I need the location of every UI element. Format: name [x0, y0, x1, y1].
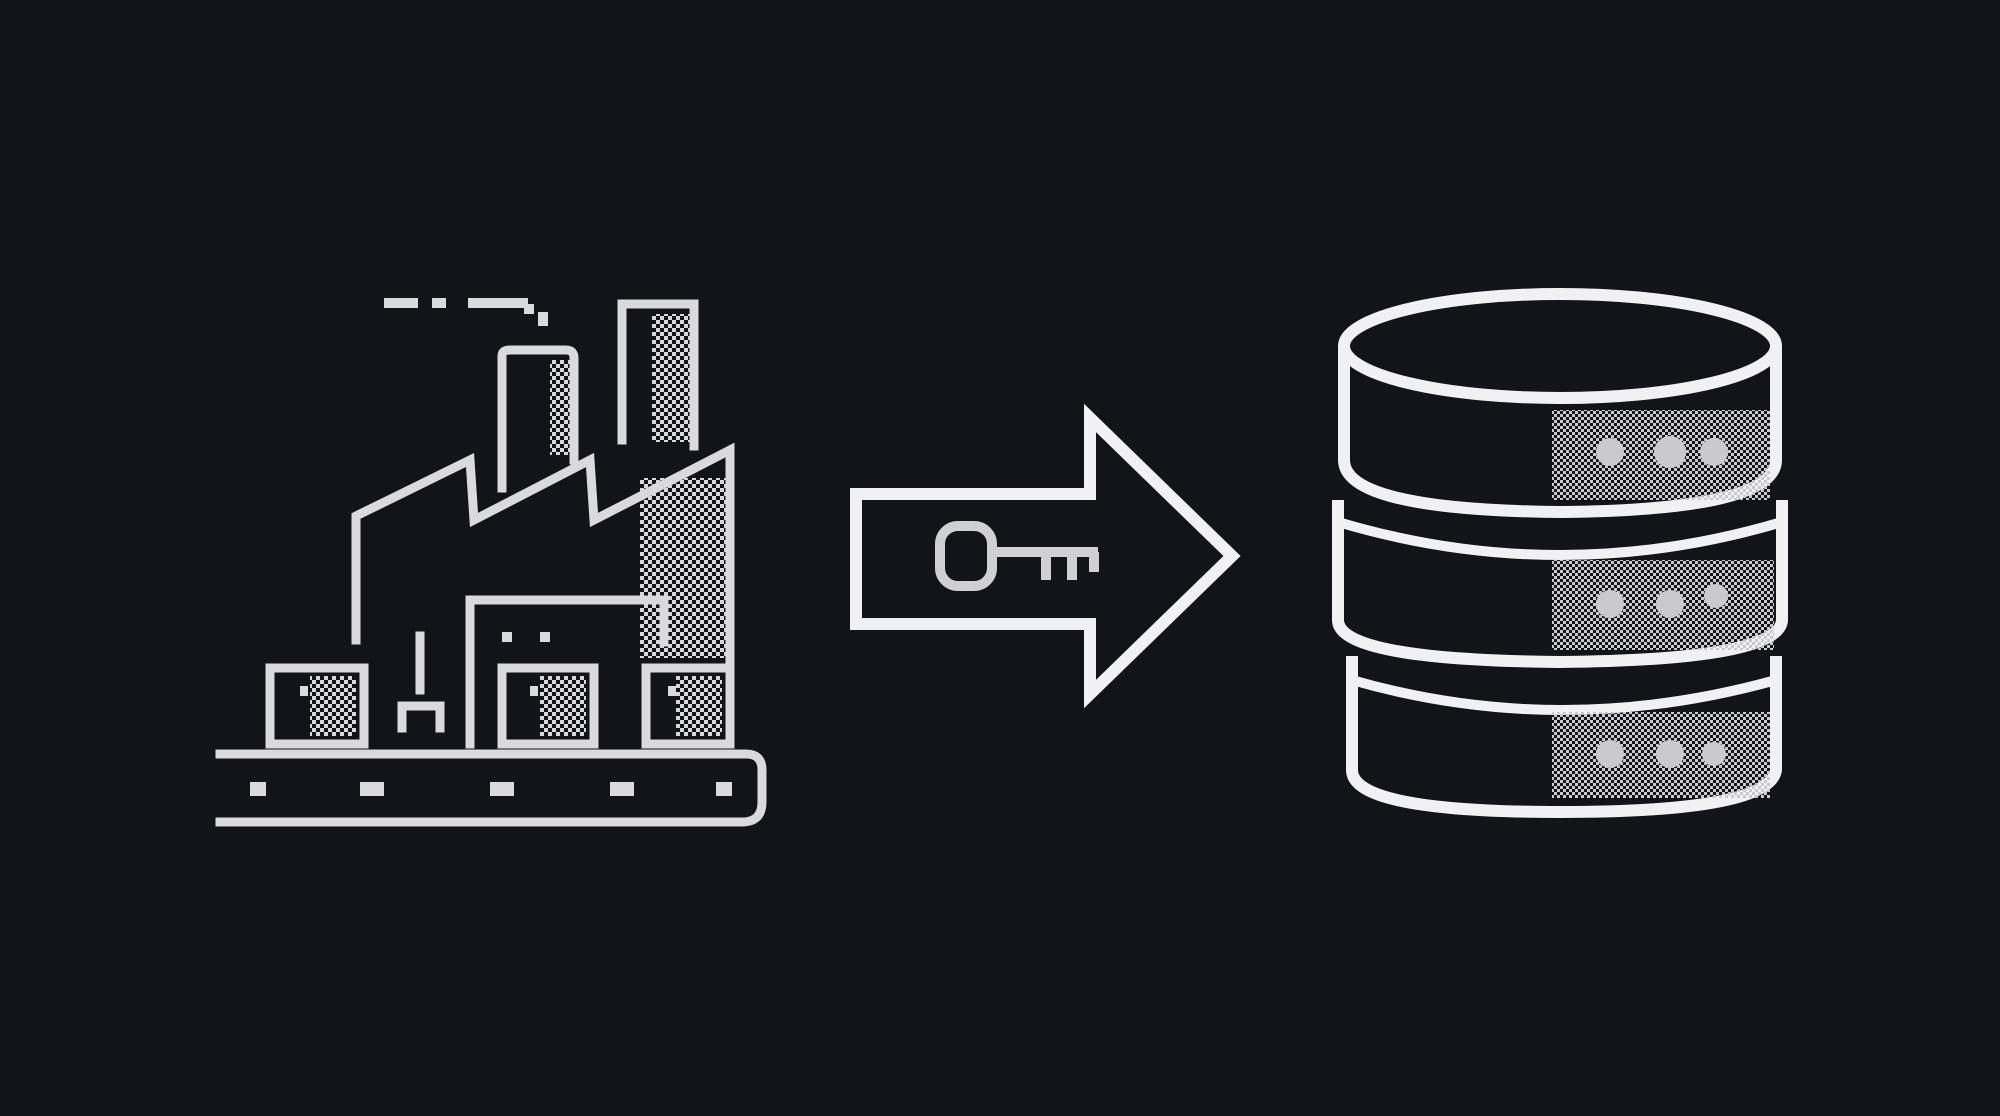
crate-3-shade	[676, 676, 722, 736]
smoke-icon	[384, 298, 548, 326]
database-top-cap	[1338, 288, 1782, 404]
disk-1-led-3	[1700, 438, 1728, 466]
factory-body	[351, 442, 735, 749]
crate-1-shade	[310, 676, 356, 736]
arrow-right-icon	[850, 403, 1241, 709]
crate-2-shade	[540, 676, 586, 736]
disk-3-led-3	[1702, 742, 1726, 766]
conveyor-rollers	[250, 782, 732, 796]
database-disk-2	[1332, 500, 1788, 668]
crate-1-mark	[300, 686, 308, 696]
key-icon	[935, 521, 1099, 591]
chimney-right-shade	[652, 314, 690, 442]
conveyor-belt-icon	[215, 749, 767, 827]
disk-2-led-3	[1704, 584, 1728, 608]
crate-3-mark	[668, 686, 676, 696]
office-window-1	[502, 632, 512, 642]
disk-1-led-1	[1596, 438, 1624, 466]
office-window-2	[540, 632, 550, 642]
crate-1	[265, 663, 369, 749]
factory-claw-icon	[397, 701, 445, 733]
database-disk-1	[1338, 288, 1782, 518]
arrow-outline	[850, 403, 1241, 709]
disk-2-led-1	[1596, 590, 1624, 618]
factory-body-shade	[640, 478, 726, 658]
chimney-right	[617, 299, 699, 451]
chimney-left-shade	[550, 360, 570, 455]
factory-office	[465, 595, 669, 749]
disk-3-led-1	[1596, 740, 1624, 768]
disk-2-led-2	[1656, 590, 1684, 618]
disk-3-led-2	[1656, 740, 1684, 768]
factory-icon	[215, 298, 767, 827]
chimney-left	[497, 345, 579, 493]
database-disk-3	[1346, 656, 1782, 818]
crate-2-mark	[530, 686, 538, 696]
database-icon	[1332, 288, 1788, 818]
crate-2	[497, 663, 599, 749]
disk-1-led-2	[1654, 436, 1686, 468]
crate-3	[641, 663, 735, 749]
